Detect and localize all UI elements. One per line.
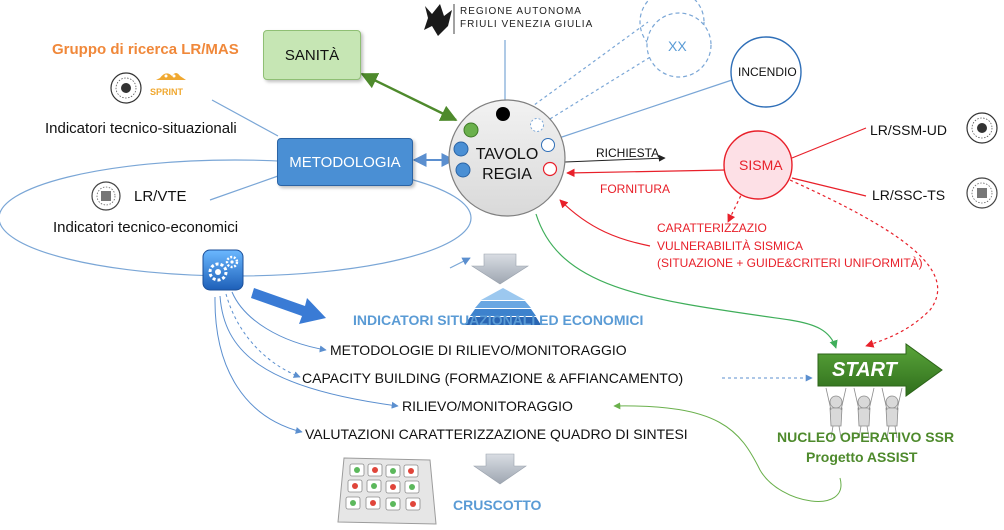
list-item-rilievo: RILIEVO/MONITORAGGIO: [402, 398, 573, 414]
metodologia-node[interactable]: METODOLOGIA: [277, 138, 413, 186]
xx-node-circle[interactable]: [646, 12, 712, 78]
list-item-capacity-building: CAPACITY BUILDING (FORMAZIONE & AFFIANCA…: [302, 370, 684, 386]
sisma-node-circle[interactable]: [723, 130, 793, 200]
lr-vte-label: LR/VTE: [134, 188, 187, 205]
tavolo-dot-blue-2: [455, 162, 471, 178]
region-eagle-logo-icon: [424, 4, 455, 36]
university-seal-icon-trieste: [110, 72, 142, 104]
nucleo-operativo-label: NUCLEO OPERATIVO SSR: [777, 429, 955, 445]
richiesta-label: RICHIESTA: [596, 146, 660, 160]
university-seal-icon-ssc-ts: [966, 177, 998, 209]
indicatori-tecnico-situazionali: Indicatori tecnico-situazionali: [45, 120, 237, 137]
indicatori-situazionali-title: INDICATORI SITUAZIONALI ED ECONOMICI: [353, 312, 644, 328]
tavolo-dot-outline-blue: [541, 138, 555, 152]
caratterizzazione-line2: VULNERABILITÀ SISMICA: [657, 239, 804, 253]
tavolo-dot-green: [463, 122, 479, 138]
start-arrow-banner[interactable]: [817, 343, 943, 397]
list-item-valutazioni: VALUTAZIONI CARATTERIZZAZIONE QUADRO DI …: [305, 426, 688, 442]
down-arrow-icon: [470, 253, 530, 285]
group-title: Gruppo di ricerca LR/MAS: [52, 41, 239, 58]
incendio-label: INCENDIO: [738, 65, 797, 79]
region-name-line1: REGIONE AUTONOMA: [460, 6, 582, 17]
indicatori-tecnico-economici: Indicatori tecnico-economici: [53, 219, 239, 236]
start-label: START: [832, 359, 897, 381]
sisma-label: SISMA: [739, 157, 783, 173]
down-arrow-cruscotto-icon: [473, 453, 527, 485]
tavolo-label: TAVOLO: [475, 146, 539, 163]
region-name-line2: FRIULI VENEZIA GIULIA: [460, 19, 594, 30]
tavolo-dot-dashed: [530, 118, 544, 132]
big-arrow-icon: [251, 288, 326, 324]
xx-label: XX: [668, 38, 687, 54]
tavolo-dot-black: [496, 107, 510, 121]
lr-ssm-ud-label: LR/SSM-UD: [870, 122, 948, 138]
sprint-logo-icon: [156, 73, 186, 80]
regia-label: REGIA: [482, 166, 532, 183]
figures-holding-start-icon: [825, 387, 903, 439]
pyramid-icon: [465, 288, 541, 325]
progetto-assist-label: Progetto ASSIST: [806, 449, 918, 465]
list-item-metodologie: METODOLOGIE DI RILIEVO/MONITORAGGIO: [330, 342, 627, 358]
dashboard-cruscotto-icon[interactable]: [337, 457, 437, 525]
caratterizzazione-line3: (SITUAZIONE + GUIDE&CRITERI UNIFORMITÀ): [657, 256, 923, 270]
tavolo-dot-outline-red: [542, 161, 558, 177]
incendio-node-circle[interactable]: [730, 36, 802, 108]
gear-settings-icon[interactable]: [202, 249, 244, 291]
university-seal-icon-ssm-ud: [966, 112, 998, 144]
cruscotto-label: CRUSCOTTO: [453, 497, 542, 513]
sanita-node[interactable]: SANITÀ: [263, 30, 361, 80]
tavolo-dot-blue-1: [453, 141, 469, 157]
fornitura-label: FORNITURA: [600, 182, 670, 196]
sprint-label: SPRINT: [150, 87, 184, 97]
university-seal-icon-udine-left: [91, 181, 121, 211]
lr-ssc-ts-label: LR/SSC-TS: [872, 187, 946, 203]
caratterizzazione-line1: CARATTERIZZAZIO: [657, 221, 767, 235]
